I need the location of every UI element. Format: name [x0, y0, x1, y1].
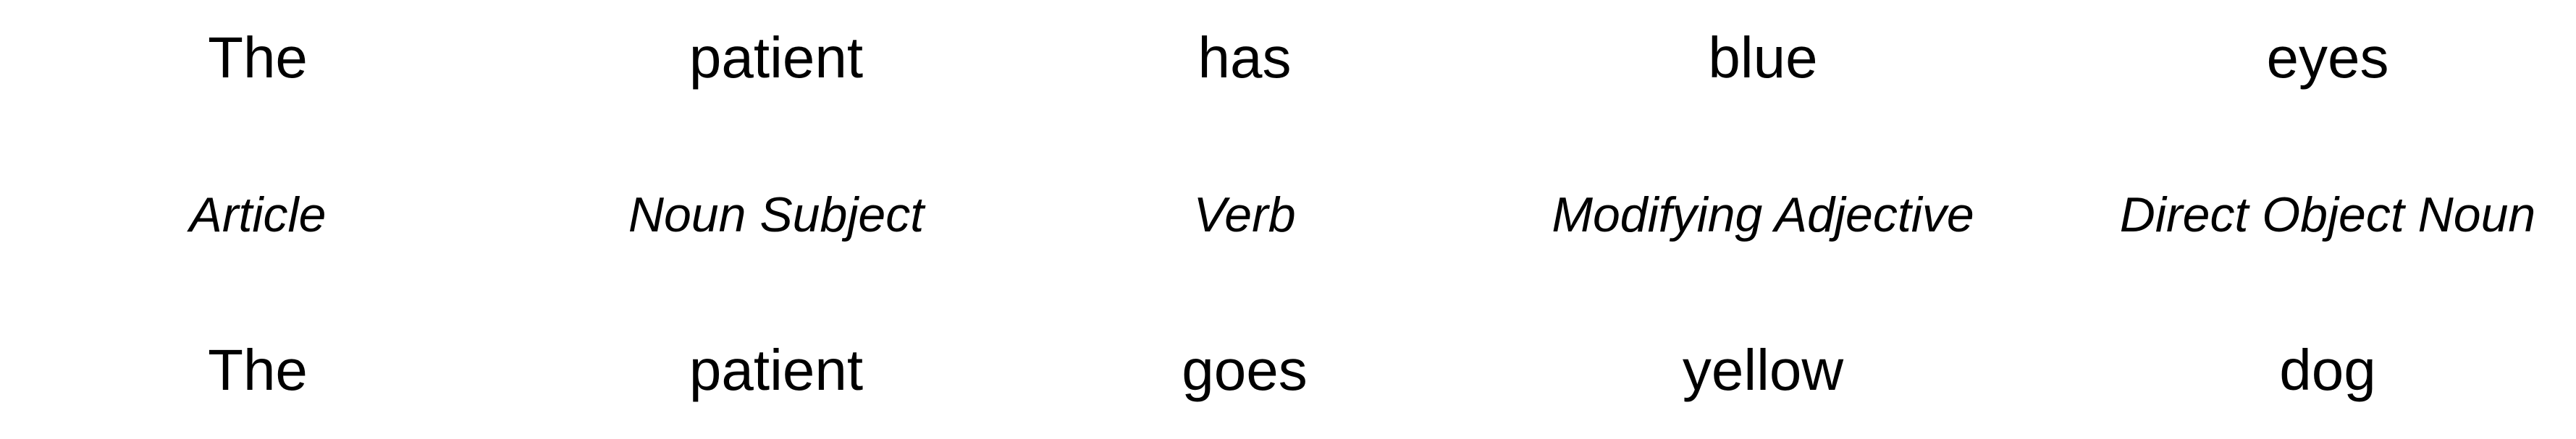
sentence-1-word-object: eyes: [2266, 25, 2389, 90]
sentence-1-word-article: The: [208, 25, 308, 90]
role-label-noun-subject: Noun Subject: [628, 187, 925, 242]
sentence-2-word-adjective: yellow: [1682, 338, 1844, 402]
sentence-1-row: The patient has blue eyes: [0, 29, 2576, 87]
role-label-modifying-adjective: Modifying Adjective: [1552, 187, 1974, 242]
grammatical-roles-row: Article Noun Subject Verb Modifying Adje…: [0, 190, 2576, 239]
sentence-1-word-verb: has: [1197, 25, 1292, 90]
sentence-2-row: The patient goes yellow dog: [0, 341, 2576, 399]
sentence-2-word-subject: patient: [689, 338, 864, 402]
sentence-1-word-subject: patient: [689, 25, 864, 90]
sentence-1-word-adjective: blue: [1708, 25, 1818, 90]
sentence-2-word-object: dog: [2279, 338, 2376, 402]
role-label-article: Article: [189, 187, 327, 242]
sentence-2-word-verb: goes: [1182, 338, 1308, 402]
role-label-direct-object-noun: Direct Object Noun: [2119, 187, 2536, 242]
role-label-verb: Verb: [1193, 187, 1296, 242]
sentence-2-word-article: The: [208, 338, 308, 402]
